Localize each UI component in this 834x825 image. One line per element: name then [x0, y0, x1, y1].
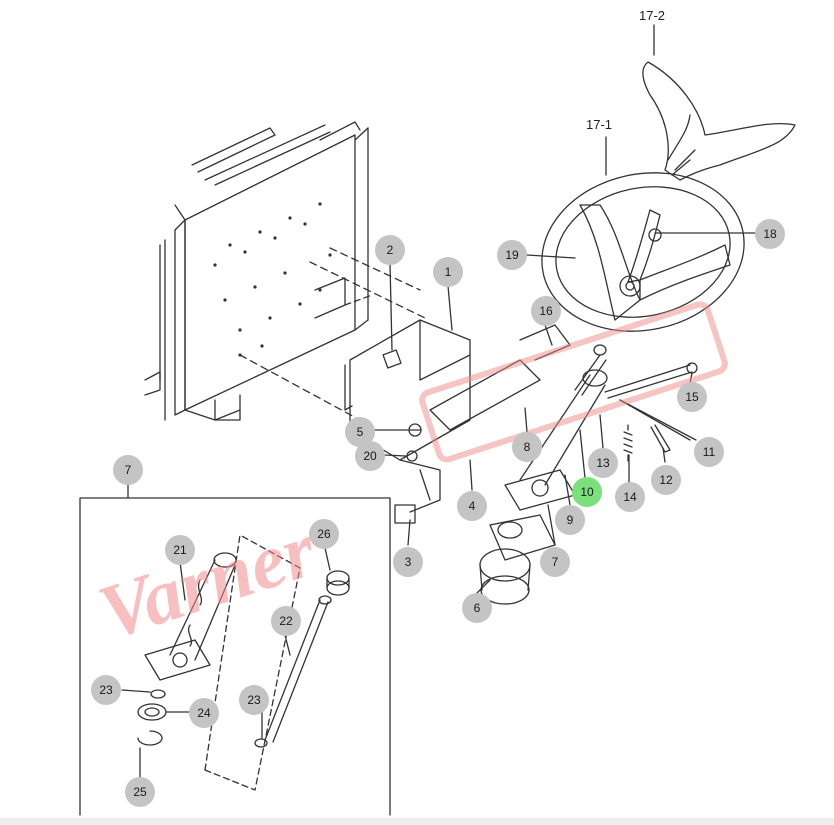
callout-12[interactable]: 12	[651, 465, 681, 495]
callout-11[interactable]: 11	[694, 437, 724, 467]
callout-4[interactable]: 4	[457, 491, 487, 521]
callout-23-left[interactable]: 23	[91, 675, 121, 705]
inset-detail-box	[79, 483, 391, 816]
callout-9[interactable]: 9	[555, 505, 585, 535]
callout-19[interactable]: 19	[497, 240, 527, 270]
callout-1[interactable]: 1	[433, 257, 463, 287]
label-17-1[interactable]: 17-1	[586, 117, 613, 132]
callout-10[interactable]: 10	[572, 477, 602, 507]
callout-14[interactable]: 14	[615, 482, 645, 512]
callout-7[interactable]: 7	[540, 547, 570, 577]
callout-15[interactable]: 15	[677, 382, 707, 412]
callout-23-right[interactable]: 23	[239, 685, 269, 715]
bottom-strip	[0, 818, 834, 825]
callout-2[interactable]: 2	[375, 235, 405, 265]
radiator-panel	[144, 121, 373, 421]
callout-22[interactable]: 22	[271, 606, 301, 636]
steering-wheel	[541, 172, 745, 332]
callout-20[interactable]: 20	[355, 441, 385, 471]
callout-6[interactable]: 6	[462, 593, 492, 623]
callout-3[interactable]: 3	[393, 547, 423, 577]
steering-wheel-cap	[642, 61, 796, 181]
callout-8[interactable]: 8	[512, 432, 542, 462]
callout-26[interactable]: 26	[309, 519, 339, 549]
callout-16[interactable]: 16	[531, 296, 561, 326]
callout-18[interactable]: 18	[755, 219, 785, 249]
callout-13[interactable]: 13	[588, 448, 618, 478]
mounting-bracket	[344, 319, 571, 524]
callout-7-inset[interactable]: 7	[113, 455, 143, 485]
callout-24[interactable]: 24	[189, 698, 219, 728]
callout-21[interactable]: 21	[165, 535, 195, 565]
callout-25[interactable]: 25	[125, 777, 155, 807]
label-17-2[interactable]: 17-2	[639, 8, 666, 23]
orbital-motor	[479, 514, 556, 605]
